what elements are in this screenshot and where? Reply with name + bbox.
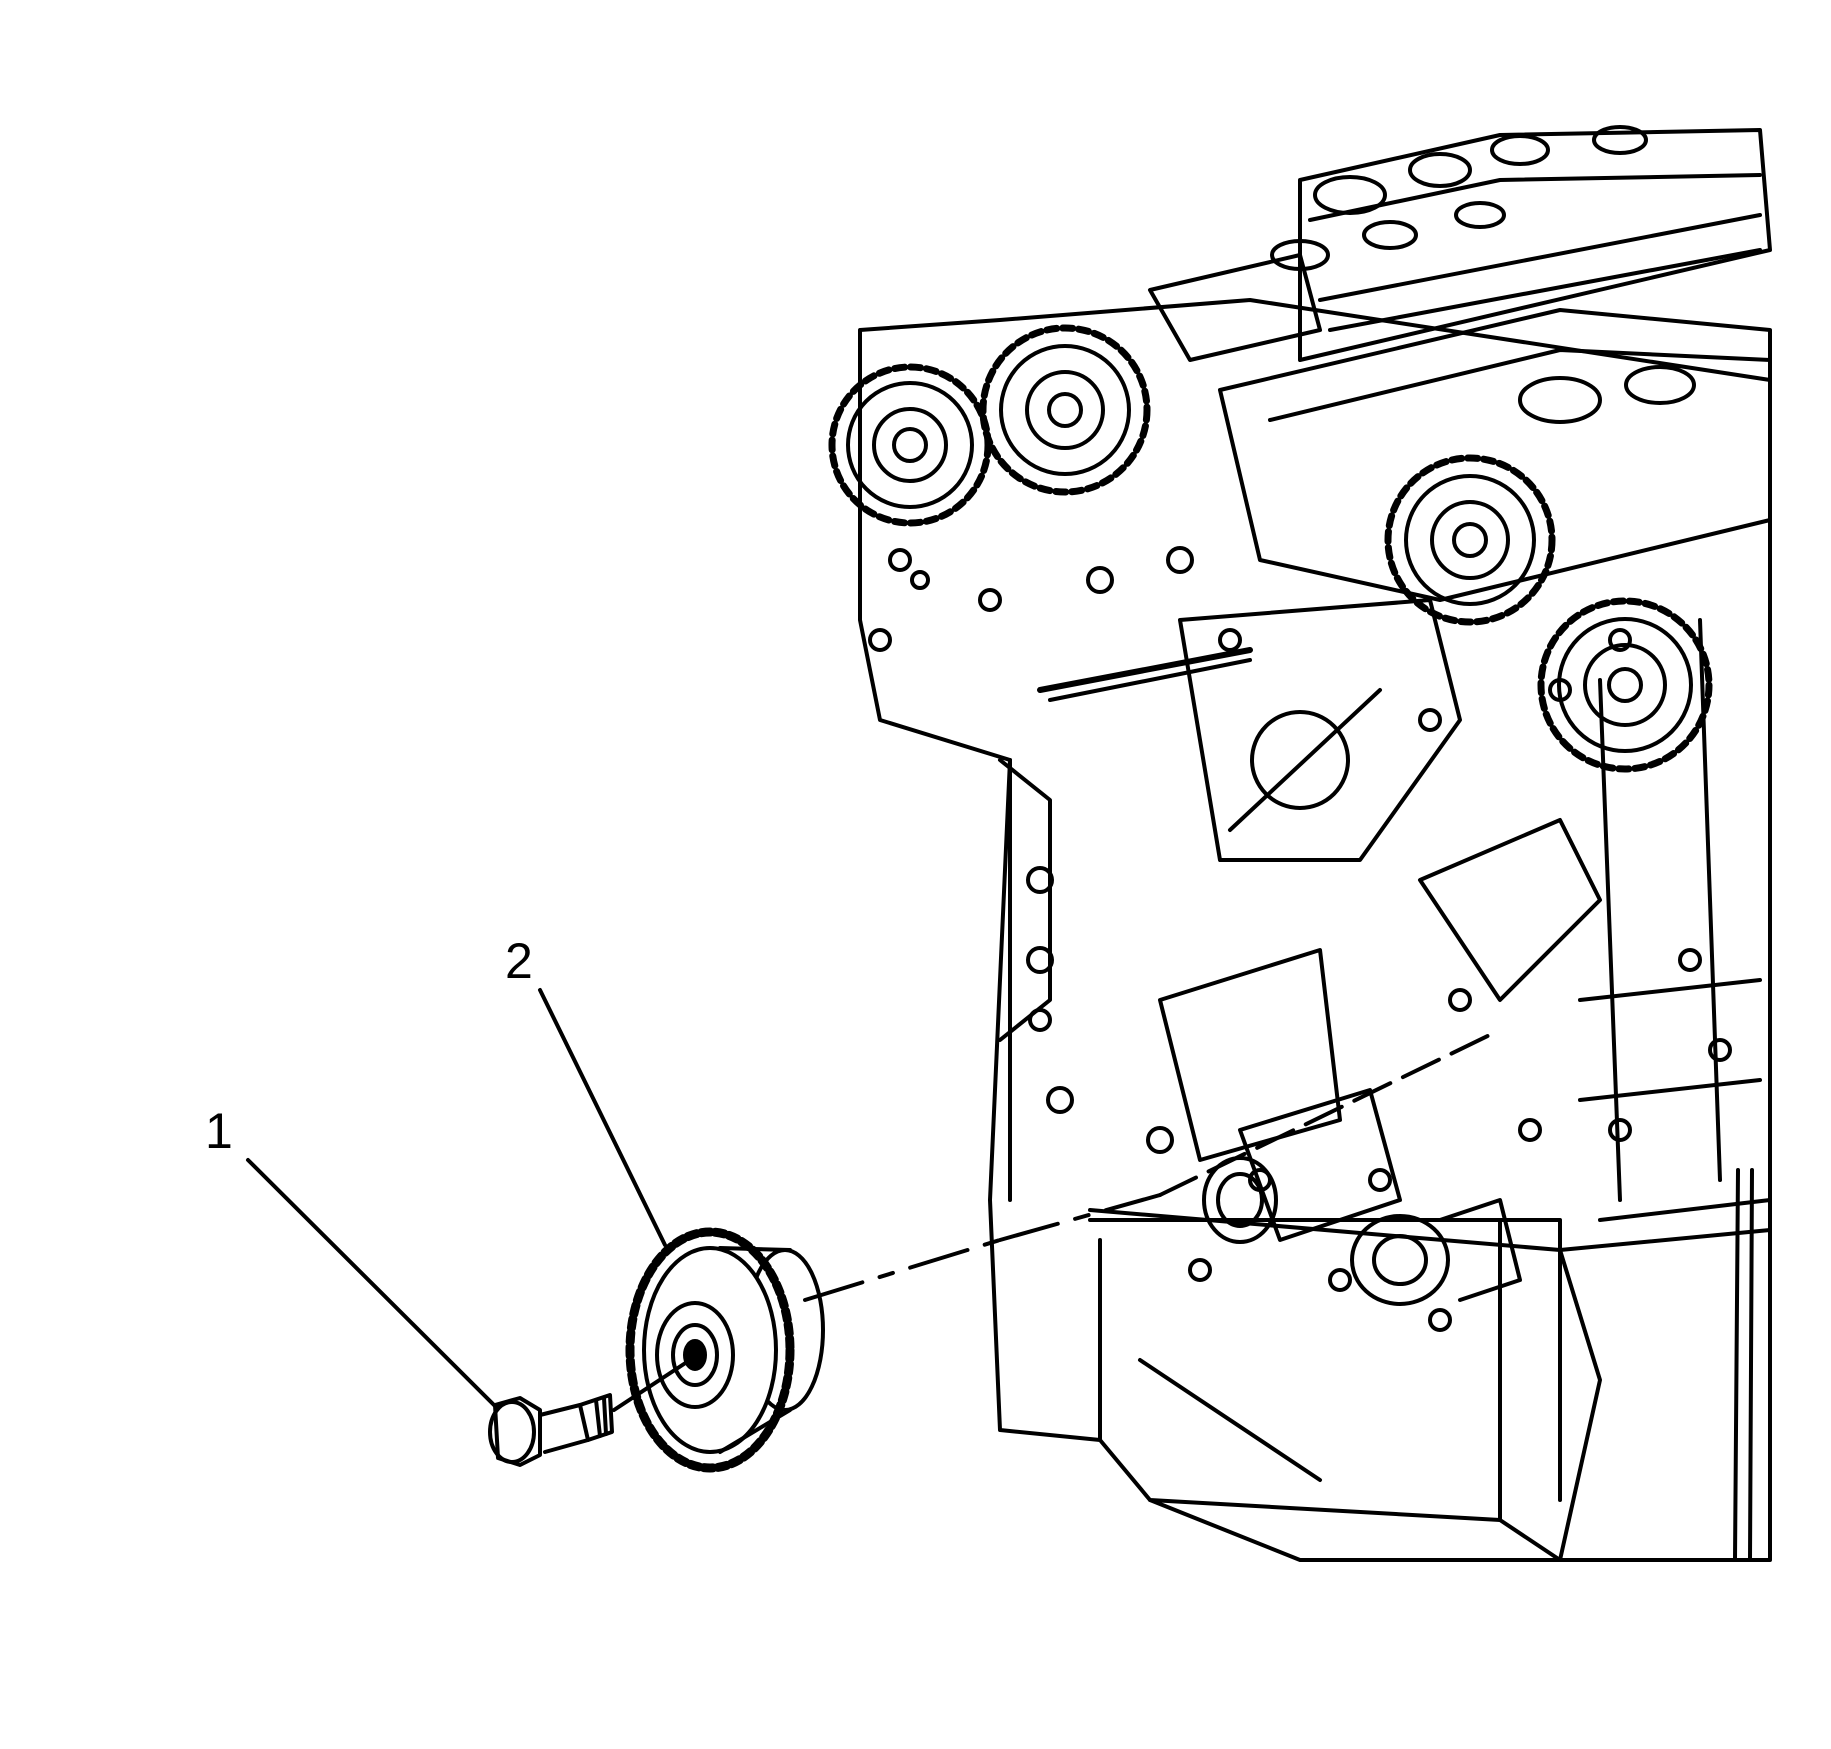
callout-1: 1: [205, 1103, 499, 1410]
callout-1-label: 1: [205, 1103, 233, 1159]
callout-2: 2: [505, 933, 667, 1247]
cam-sprocket-rear-left: [1384, 454, 1556, 626]
cam-sprocket-rear-right: [1537, 597, 1713, 773]
callout-2-label: 2: [505, 933, 533, 989]
engine-assembly: [858, 125, 1772, 1562]
idler-sprocket: [625, 1227, 825, 1473]
cam-sprocket-front-left: [828, 363, 992, 527]
cam-sprocket-front-right: [979, 324, 1151, 496]
assembly-centerline: [612, 1028, 1502, 1412]
callout-1-leader: [246, 1158, 499, 1410]
callout-2-leader: [538, 988, 667, 1247]
sprocket-bolt: [488, 1393, 614, 1467]
